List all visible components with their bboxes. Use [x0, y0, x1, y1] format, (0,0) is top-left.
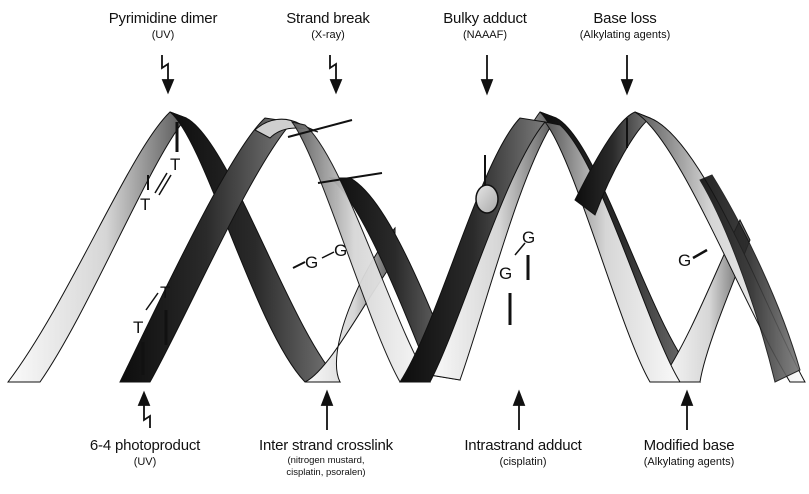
arrowhead: [682, 392, 692, 405]
interstrand-crosslink: G G: [293, 241, 347, 272]
base-stick: [693, 250, 707, 258]
dimer-base-t1: T: [140, 195, 150, 214]
arrowhead: [163, 80, 173, 92]
crosslink-base-g1: G: [305, 253, 318, 272]
adduct-ball: [476, 185, 498, 213]
photo-base-t2: T: [160, 283, 170, 302]
intrastrand-adduct: G G: [499, 228, 535, 325]
modified-base-g: G: [678, 251, 691, 270]
arrowhead: [139, 393, 149, 405]
photo-base-t1: T: [133, 318, 143, 337]
arrowhead: [322, 392, 332, 405]
arrowhead: [514, 392, 524, 405]
intra-base-g2: G: [499, 264, 512, 283]
dimer-bond: [155, 173, 167, 193]
intra-bond: [515, 243, 525, 255]
modified-base: G: [678, 250, 707, 270]
dimer-bond: [159, 175, 171, 195]
arrowhead: [482, 80, 492, 93]
lightning-arrow: [162, 55, 168, 80]
base-stick: [293, 262, 305, 268]
lightning-arrow: [144, 405, 150, 428]
crosslink-bond: [322, 252, 334, 258]
top-arrows: [162, 55, 632, 93]
lightning-arrow: [330, 55, 336, 80]
dimer-base-t2: T: [170, 155, 180, 174]
arrowhead: [331, 80, 341, 92]
bottom-arrows: [139, 392, 692, 430]
arrowhead: [622, 80, 632, 93]
crosslink-base-g2: G: [334, 241, 347, 260]
